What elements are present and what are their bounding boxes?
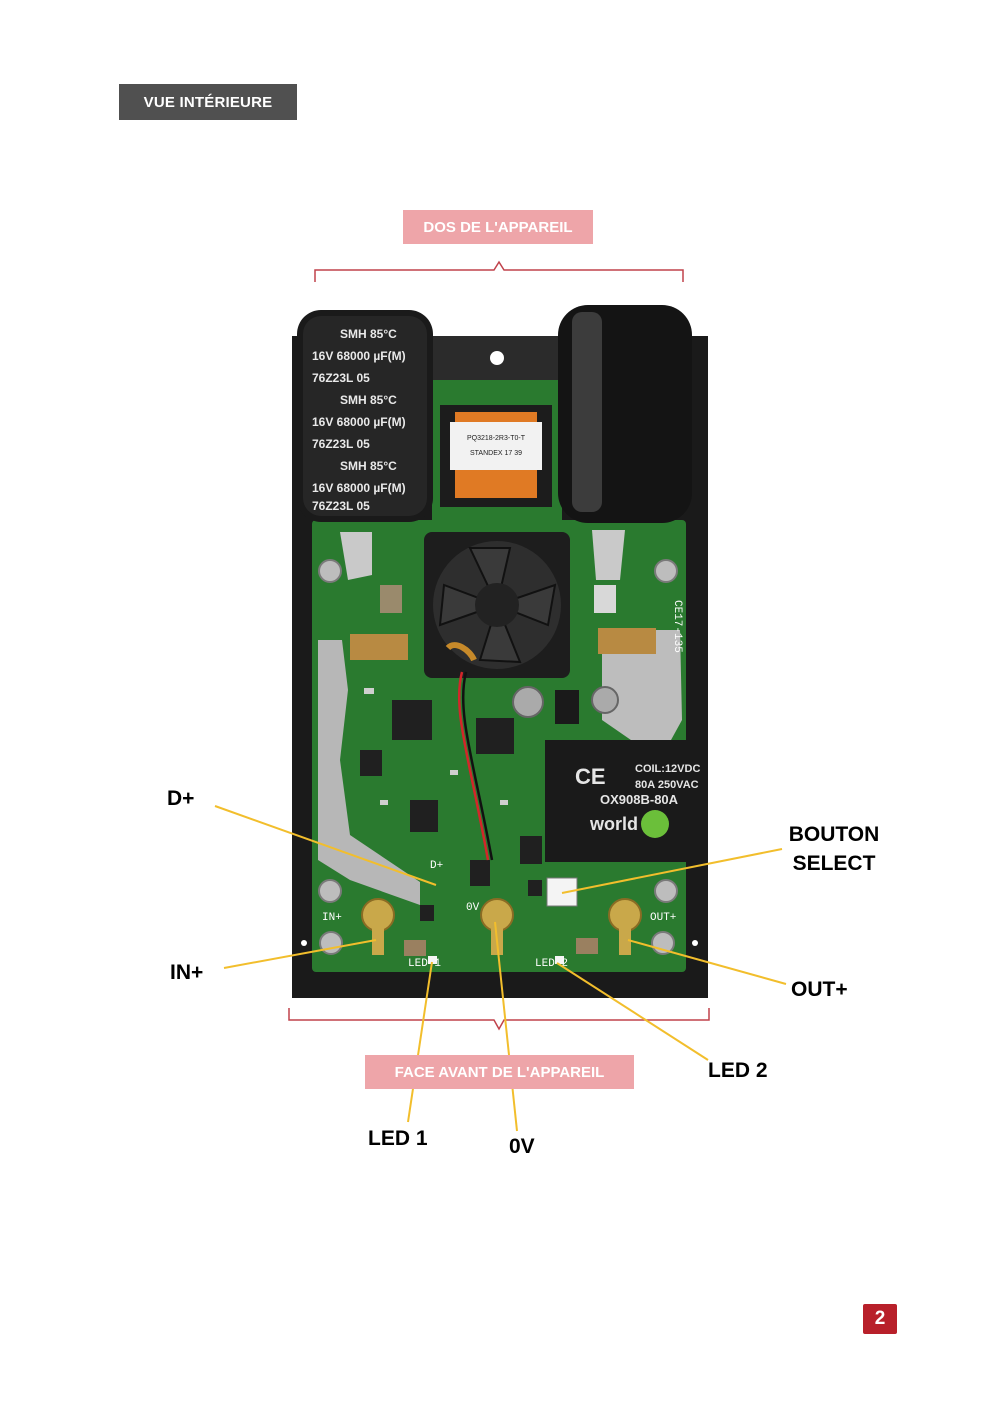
callout-bouton-line2: SELECT <box>792 852 876 875</box>
relay: COIL:12VDC 80A 250VAC OX908B-80A world C… <box>545 740 700 862</box>
callout-led1: LED 1 <box>368 1127 428 1150</box>
section-title: VUE INTÉRIEURE <box>119 84 297 120</box>
cap-mark-3c: 76Z23L 05 <box>312 499 370 513</box>
relay-mark-3: OX908B-80A <box>600 792 679 807</box>
leader-in-plus <box>223 939 377 969</box>
terminal-out-plus <box>608 898 642 955</box>
callout-bouton-select: BOUTON SELECT <box>786 820 882 878</box>
leader-out-plus <box>627 939 787 985</box>
silk-0v: 0V <box>466 902 480 914</box>
relay-mark-1: COIL:12VDC <box>635 763 700 775</box>
pcb-reference: CE17-135 <box>671 600 683 653</box>
leader-bouton-select <box>561 848 783 894</box>
silk-out-plus: OUT+ <box>650 912 676 924</box>
relay-ce-mark: CE <box>575 764 606 789</box>
back-of-device-label: DOS DE L'APPAREIL <box>403 210 593 244</box>
leader-led2 <box>556 962 709 1061</box>
terminal-in-plus <box>361 898 395 955</box>
leader-d-plus <box>214 805 437 886</box>
front-of-device-label: FACE AVANT DE L'APPAREIL <box>365 1055 634 1089</box>
front-bracket <box>288 1008 710 1031</box>
capacitor-right <box>558 305 692 523</box>
cooling-fan <box>424 532 570 678</box>
capacitor-left: SMH 85°C 16V 68000 µF(M) 76Z23L 05 SMH 8… <box>297 310 433 522</box>
led-2-component <box>555 956 564 964</box>
relay-mark-4: world <box>589 814 638 834</box>
terminal-0v <box>480 898 514 955</box>
leader-0v <box>494 921 518 1132</box>
cap-mark-2a: SMH 85°C <box>340 393 397 407</box>
callout-led2: LED 2 <box>708 1059 768 1082</box>
callout-out-plus: OUT+ <box>791 978 848 1001</box>
inductor-label-2: STANDEX 17 39 <box>470 450 522 457</box>
cap-mark-1a: SMH 85°C <box>340 327 397 341</box>
cap-mark-1c: 76Z23L 05 <box>312 371 370 385</box>
cap-mark-2c: 76Z23L 05 <box>312 437 370 451</box>
led-1-component <box>428 956 437 964</box>
cap-mark-3b: 16V 68000 µF(M) <box>312 481 406 495</box>
inductor: PQ3218-2R3-T0-T STANDEX 17 39 <box>440 405 552 507</box>
silk-in-plus: IN+ <box>322 912 342 924</box>
silk-d-plus: D+ <box>430 860 443 872</box>
cap-mark-1b: 16V 68000 µF(M) <box>312 349 406 363</box>
callout-bouton-line1: BOUTON <box>788 823 880 846</box>
callout-d-plus: D+ <box>167 787 195 810</box>
silk-led1: LED 1 <box>408 958 441 970</box>
page-number: 2 <box>863 1304 897 1334</box>
leader-led1 <box>407 961 433 1123</box>
cap-mark-3a: SMH 85°C <box>340 459 397 473</box>
inductor-label-1: PQ3218-2R3-T0-T <box>467 435 526 442</box>
back-bracket <box>314 260 684 282</box>
relay-mark-2: 80A 250VAC <box>635 779 699 791</box>
cap-mark-2b: 16V 68000 µF(M) <box>312 415 406 429</box>
callout-in-plus: IN+ <box>170 961 204 984</box>
silk-led2: LED 2 <box>535 958 568 970</box>
callout-0v: 0V <box>509 1135 535 1158</box>
